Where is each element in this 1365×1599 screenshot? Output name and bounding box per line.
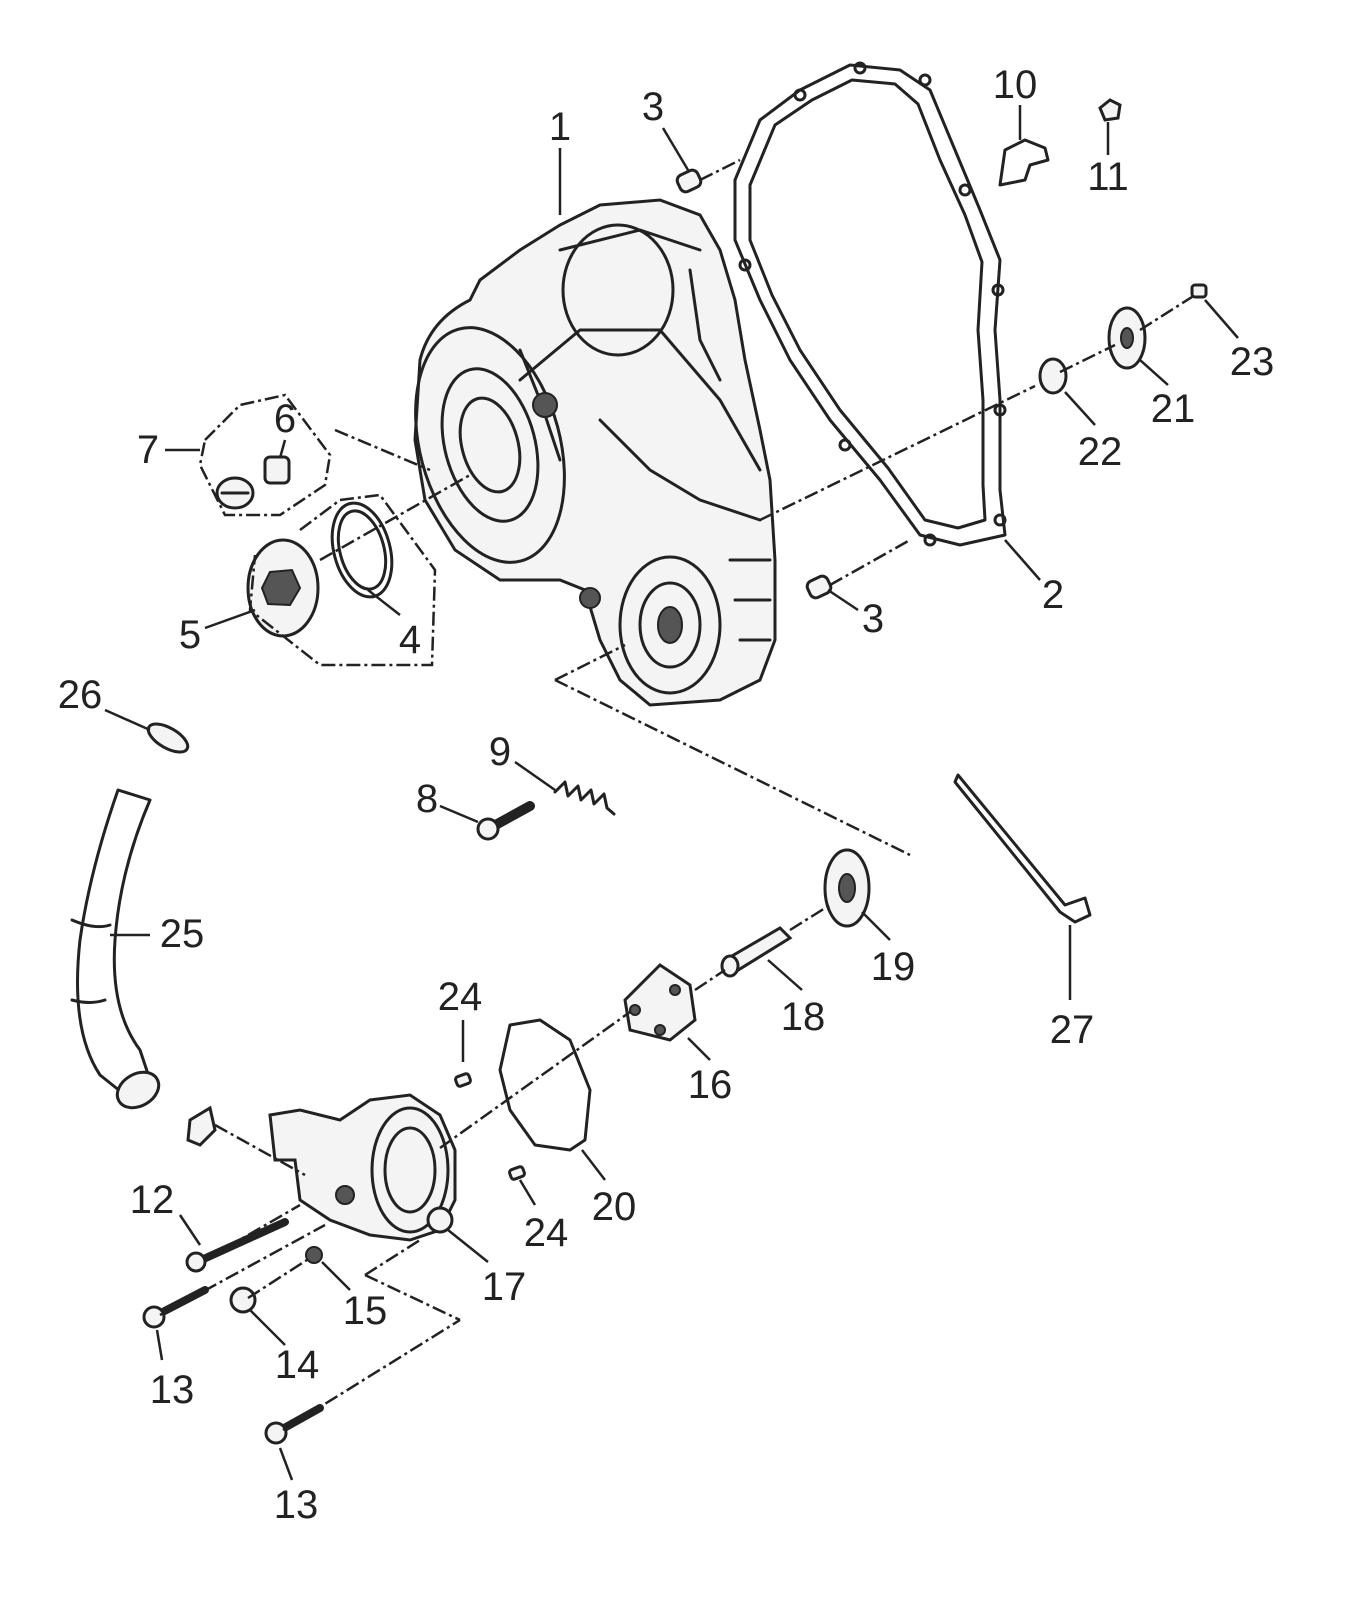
plug-part-6 [263,455,291,485]
callout-7: 7 [137,428,159,472]
callout-3b: 3 [862,597,884,641]
dowel-pin-part-3a [675,168,703,194]
callout-24a: 24 [438,975,483,1019]
leader-lines [104,105,1239,1481]
washer-part-22 [1038,357,1068,395]
callout-18: 18 [781,995,826,1039]
gear-part-21 [1107,306,1147,370]
callout-15: 15 [343,1289,388,1333]
callout-11: 11 [1087,155,1129,199]
group-bracket-4-5 [248,493,437,667]
bolt-part-13a [142,1286,209,1329]
gasket-plate-left [186,1105,217,1147]
cap-part-7 [215,476,255,510]
engine-cover-part-1 [413,198,777,707]
gasket-part-20 [498,1018,592,1152]
callout-labels: 1 2 3 3 4 5 6 7 8 9 10 11 12 13 13 14 15… [58,63,1275,1527]
callout-13b: 13 [274,1483,319,1527]
callout-22: 22 [1078,430,1123,474]
gasket-part-2 [733,61,1007,547]
callout-17: 17 [482,1265,527,1309]
callout-6: 6 [274,397,296,441]
washer-part-15 [305,1246,323,1264]
callout-21: 21 [1151,387,1196,431]
assembly-lines [159,158,1196,1432]
callout-14: 14 [275,1343,320,1387]
callout-9: 9 [489,730,511,774]
spring-part-9 [553,780,616,816]
dowel-pin-part-24a [454,1072,472,1088]
callout-25: 25 [160,912,205,956]
callout-8: 8 [416,777,438,821]
clamp-part-10 [998,138,1050,187]
callout-2: 2 [1042,573,1064,617]
clip-part-23 [1190,283,1208,299]
callout-27: 27 [1050,1008,1095,1052]
bolt-part-8 [476,801,535,841]
plug-part-5 [246,538,320,638]
callout-1: 1 [549,105,571,149]
gear-part-19 [823,848,871,928]
callout-5: 5 [179,613,201,657]
clamp-part-26 [146,722,190,754]
callout-12: 12 [130,1178,175,1222]
callout-26: 26 [58,673,103,717]
impeller-part-16 [623,963,697,1042]
shaft-part-18 [720,926,793,978]
dowel-pin-part-24b [508,1165,526,1181]
callout-20: 20 [592,1185,637,1229]
callout-3a: 3 [642,85,664,129]
callout-16: 16 [688,1063,733,1107]
hose-part-25 [70,788,161,1110]
bolt-part-12 [185,1218,289,1273]
callout-10: 10 [993,63,1038,107]
dowel-pin-part-3b [805,574,833,600]
dipstick-part-27 [953,773,1092,924]
callout-4: 4 [399,618,421,662]
clip-part-11 [1098,98,1122,122]
nut-part-14 [229,1286,257,1314]
group-bracket-6-7 [198,393,332,517]
callout-24b: 24 [524,1211,569,1255]
callout-13a: 13 [150,1368,195,1412]
o-ring-part-4 [330,501,394,599]
callout-23: 23 [1230,340,1275,384]
drain-bolt-part-17 [426,1206,454,1234]
callout-19: 19 [871,945,916,989]
